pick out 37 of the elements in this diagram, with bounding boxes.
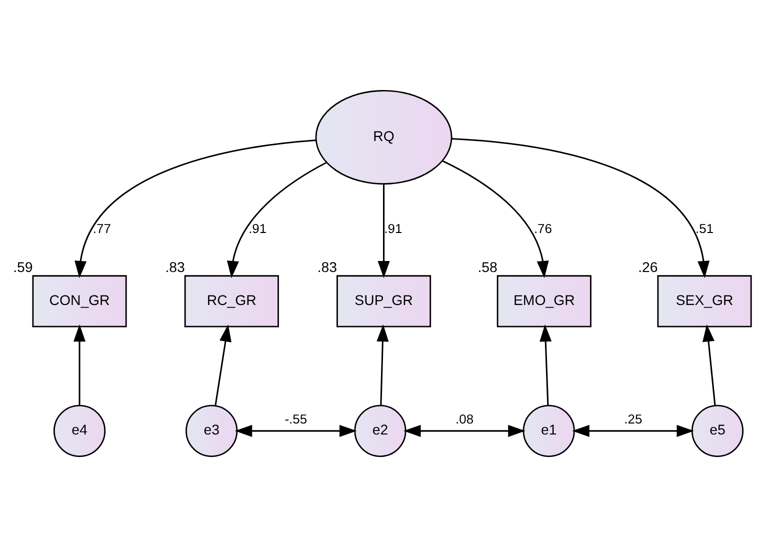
edge-label: .91 [248, 220, 267, 236]
node-box: EMO_GR [496, 274, 592, 327]
node-box: RC_GR [184, 274, 279, 327]
node-label: .83 [317, 258, 337, 274]
arrow [73, 324, 86, 405]
node-box: SEX_GR [657, 274, 752, 327]
arrow [234, 424, 357, 436]
arrow [226, 161, 327, 278]
node-box: CON_GR [32, 274, 127, 327]
node-circle: e1 [522, 404, 575, 456]
arrow [214, 324, 232, 406]
node-circle: e4 [53, 404, 106, 456]
node-ellipse: RQ [315, 90, 452, 184]
edge-label: .51 [696, 220, 714, 236]
node-circle: e2 [354, 404, 406, 456]
arrow [376, 324, 389, 405]
edge-label: .77 [92, 220, 111, 236]
node-label: .58 [478, 258, 498, 274]
node-circle: e3 [186, 404, 238, 456]
edge-label: .08 [456, 411, 474, 426]
arrow [378, 183, 390, 278]
node-label: .83 [165, 258, 185, 274]
arrow [442, 160, 549, 278]
arrow [404, 424, 526, 436]
edge-label: .25 [624, 411, 642, 426]
node-circle: e5 [691, 404, 744, 456]
node-box: SUP_GR [336, 274, 432, 327]
edge-label: -.55 [284, 411, 308, 426]
arrow [540, 324, 552, 406]
arrow [74, 139, 316, 278]
node-label: .59 [13, 258, 33, 274]
edge-label: .91 [384, 220, 402, 236]
arrow [452, 138, 710, 278]
arrow [702, 324, 716, 406]
node-label: .26 [638, 258, 658, 274]
edge-label: .76 [534, 220, 552, 236]
arrow [572, 424, 694, 436]
